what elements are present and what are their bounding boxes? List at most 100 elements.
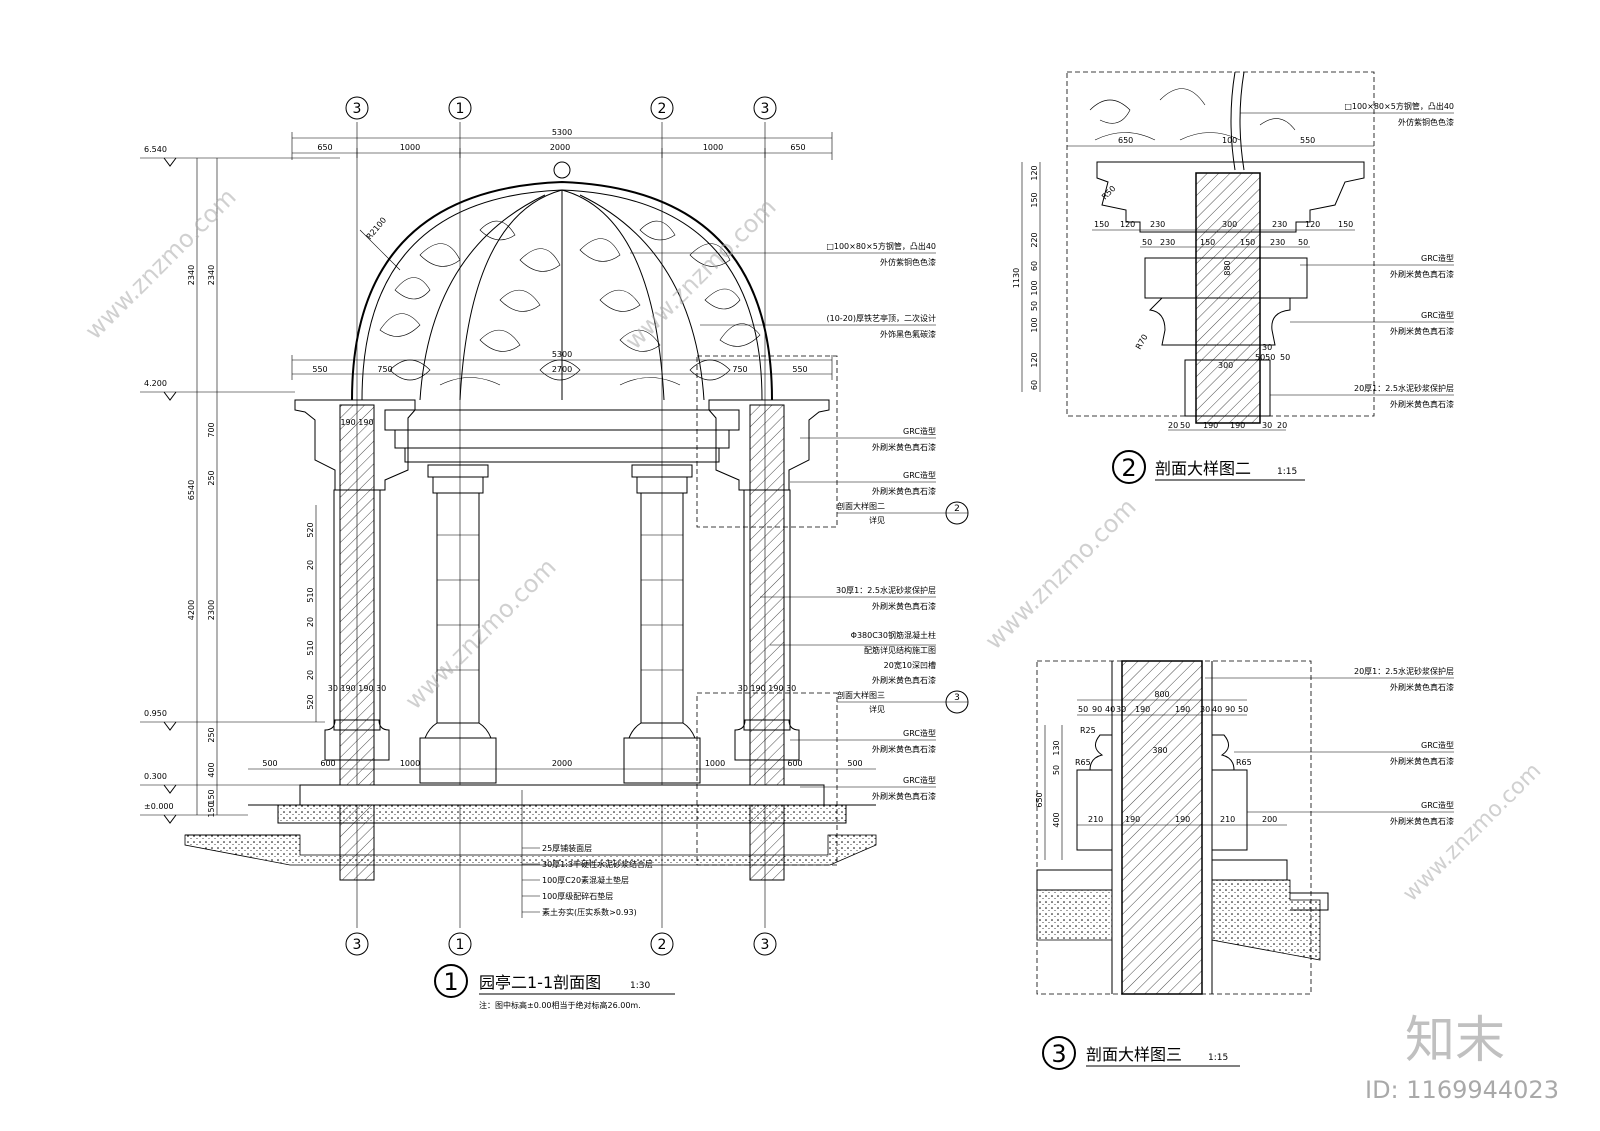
top-dimension-chain: 5300 650 1000 2000 1000 650 <box>291 128 833 160</box>
detail-3-title: 3 剖面大样图三 1:15 <box>1042 1036 1240 1070</box>
svg-text:0.950: 0.950 <box>144 709 167 718</box>
svg-text:3: 3 <box>761 101 770 117</box>
elevation-marks: 6.540 4.200 0.950 0.300 ±0.000 <box>140 145 340 824</box>
svg-text:3: 3 <box>761 937 770 953</box>
svg-text:5050: 5050 <box>1255 353 1275 362</box>
svg-text:R25: R25 <box>1080 726 1096 735</box>
svg-text:120: 120 <box>1030 352 1039 367</box>
svg-text:220: 220 <box>1030 232 1039 247</box>
svg-text:750: 750 <box>732 365 747 374</box>
svg-text:800: 800 <box>1154 690 1169 699</box>
svg-text:外刷米黄色真石漆: 外刷米黄色真石漆 <box>872 601 936 611</box>
svg-text:□100×80×5方钢管，凸出40: □100×80×5方钢管，凸出40 <box>1344 101 1454 111</box>
cornice <box>294 399 830 491</box>
svg-text:外刷米黄色真石漆: 外刷米黄色真石漆 <box>1390 269 1454 279</box>
svg-text:30 190 190 30: 30 190 190 30 <box>328 684 387 693</box>
svg-text:510: 510 <box>306 587 315 602</box>
svg-text:1: 1 <box>443 968 458 996</box>
svg-text:30: 30 <box>1262 421 1272 430</box>
svg-text:60: 60 <box>1030 261 1039 271</box>
detail-3-annotations: 20厚1：2.5水泥砂浆保护层 外刷米黄色真石漆 GRC造型 外刷米黄色真石漆 … <box>1205 666 1454 826</box>
svg-text:外仿紫铜色色漆: 外仿紫铜色色漆 <box>880 257 936 267</box>
svg-text:1000: 1000 <box>705 759 725 768</box>
bottom-dimension-chain: 500 600 1000 2000 1000 600 500 <box>248 759 876 770</box>
svg-text:30: 30 <box>1262 343 1272 352</box>
svg-text:40: 40 <box>1105 705 1115 714</box>
svg-text:素土夯实(压实系数>0.93): 素土夯实(压实系数>0.93) <box>542 907 637 917</box>
svg-text:190: 190 <box>1203 421 1218 430</box>
detail-2-annotations: □100×80×5方钢管，凸出40 外仿紫铜色色漆 GRC造型 外刷米黄色真石漆… <box>1240 101 1454 409</box>
svg-text:880: 880 <box>1223 260 1232 275</box>
svg-text:190: 190 <box>1135 705 1150 714</box>
watermark-logo: 知末 <box>1405 1011 1505 1069</box>
floor-and-ground <box>184 784 877 866</box>
svg-text:550: 550 <box>792 365 807 374</box>
svg-text:300: 300 <box>1218 361 1233 370</box>
svg-text:GRC造型: GRC造型 <box>903 775 936 785</box>
svg-text:详见: 详见 <box>869 515 885 525</box>
svg-text:50: 50 <box>1078 705 1088 714</box>
svg-text:400: 400 <box>207 762 216 777</box>
axis-bubble-bottom-3b: 3 <box>753 932 777 956</box>
svg-text:4200: 4200 <box>187 600 196 620</box>
svg-text:GRC造型: GRC造型 <box>1421 800 1454 810</box>
svg-text:外仿紫铜色色漆: 外仿紫铜色色漆 <box>1398 117 1454 127</box>
svg-text:剖面大样图三: 剖面大样图三 <box>837 690 885 700</box>
svg-text:剖面大样图三: 剖面大样图三 <box>1086 1045 1182 1064</box>
svg-text:±0.000: ±0.000 <box>144 802 174 811</box>
svg-text:50: 50 <box>1238 705 1248 714</box>
axis-bubble-top-2: 2 <box>650 96 674 120</box>
svg-text:1130: 1130 <box>1012 268 1021 288</box>
svg-text:50: 50 <box>1298 238 1308 247</box>
svg-text:外刷米黄色真石漆: 外刷米黄色真石漆 <box>1390 326 1454 336</box>
svg-text:190 190: 190 190 <box>340 418 373 427</box>
svg-text:3: 3 <box>1051 1040 1066 1068</box>
svg-text:外刷米黄色真石漆: 外刷米黄色真石漆 <box>872 791 936 801</box>
detail-2: 650 100 550 150 120 230 300 230 120 150 … <box>1012 71 1454 484</box>
main-title: 1 园亭二1-1剖面图 1:30 注：图中标高±0.00相当于绝对标高26.00… <box>434 964 675 1010</box>
svg-text:3: 3 <box>353 937 362 953</box>
svg-text:外刷米黄色真石漆: 外刷米黄色真石漆 <box>872 442 936 452</box>
svg-text:600: 600 <box>320 759 335 768</box>
svg-text:150: 150 <box>1030 192 1039 207</box>
svg-text:300: 300 <box>1222 220 1237 229</box>
svg-text:150: 150 <box>1338 220 1353 229</box>
svg-text:2300: 2300 <box>207 600 216 620</box>
detail-ref-2: 2 <box>945 501 969 525</box>
svg-text:1:30: 1:30 <box>630 981 650 991</box>
svg-text:30: 30 <box>1116 705 1126 714</box>
axis-bubble-bottom-2: 2 <box>650 932 674 956</box>
svg-text:GRC造型: GRC造型 <box>903 470 936 480</box>
svg-text:R65: R65 <box>1236 758 1252 767</box>
detail-2-title: 2 剖面大样图二 1:15 <box>1112 450 1305 484</box>
svg-text:GRC造型: GRC造型 <box>903 426 936 436</box>
svg-text:2340: 2340 <box>207 265 216 285</box>
svg-text:外刷米黄色真石漆: 外刷米黄色真石漆 <box>1390 682 1454 692</box>
svg-text:Φ380C30钢筋混凝土柱: Φ380C30钢筋混凝土柱 <box>851 630 936 640</box>
svg-text:510: 510 <box>306 640 315 655</box>
svg-text:100: 100 <box>1030 317 1039 332</box>
svg-text:□100×80×5方钢管，凸出40: □100×80×5方钢管，凸出40 <box>826 241 936 251</box>
svg-text:R70: R70 <box>1134 333 1150 351</box>
svg-text:60: 60 <box>1030 380 1039 390</box>
svg-text:1:15: 1:15 <box>1208 1053 1228 1063</box>
svg-text:650: 650 <box>1118 136 1133 145</box>
svg-text:130: 130 <box>1052 740 1061 755</box>
svg-text:150: 150 <box>207 789 216 804</box>
svg-text:外饰黑色氟碳漆: 外饰黑色氟碳漆 <box>880 329 936 339</box>
svg-text:100: 100 <box>1030 280 1039 295</box>
svg-text:190: 190 <box>1175 705 1190 714</box>
svg-text:150: 150 <box>1094 220 1109 229</box>
svg-text:650: 650 <box>317 143 332 152</box>
svg-text:210: 210 <box>1220 815 1235 824</box>
svg-text:550: 550 <box>1300 136 1315 145</box>
mid-dimension-chain: 5300 550 750 2700 750 550 <box>291 350 833 380</box>
svg-text:外刷米黄色真石漆: 外刷米黄色真石漆 <box>872 744 936 754</box>
svg-text:GRC造型: GRC造型 <box>1421 310 1454 320</box>
svg-text:20: 20 <box>306 617 315 627</box>
svg-text:230: 230 <box>1150 220 1165 229</box>
detail-3: 800 50 90 40 30 190 190 30 40 90 50 210 … <box>1035 660 1454 1070</box>
axis-bubble-top-3b: 3 <box>753 96 777 120</box>
svg-text:1:15: 1:15 <box>1277 467 1297 477</box>
svg-text:150: 150 <box>207 802 216 817</box>
